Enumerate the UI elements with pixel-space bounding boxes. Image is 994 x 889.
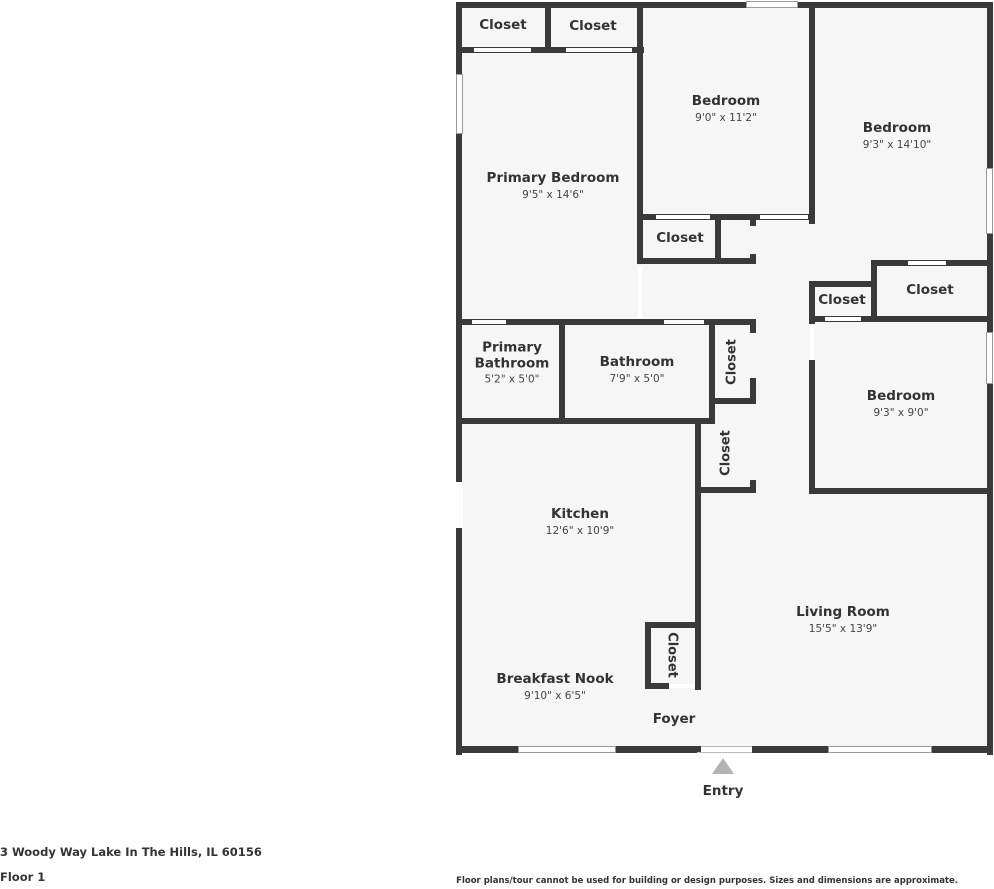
room-label-kitchen: Kitchen 12'6" x 10'9" bbox=[545, 506, 615, 537]
window-left-primary bbox=[456, 74, 463, 134]
wall bbox=[809, 488, 993, 494]
door bbox=[656, 215, 710, 219]
room-label-primary-bedroom: Primary Bedroom 9'5" x 14'6" bbox=[486, 170, 620, 201]
wall-outer-left bbox=[456, 2, 462, 755]
room-label-closet: Closet bbox=[656, 230, 704, 247]
room-label-closet: Closet bbox=[724, 339, 740, 385]
wall bbox=[645, 683, 669, 689]
property-address: 3 Woody Way Lake In The Hills, IL 60156 bbox=[0, 845, 262, 859]
closet-door bbox=[474, 48, 531, 52]
window-top bbox=[746, 1, 798, 8]
wall bbox=[750, 319, 756, 333]
wall bbox=[709, 319, 715, 423]
room-label-bathroom: Bathroom 7'9" x 5'0" bbox=[599, 354, 675, 385]
window-right-bedroom2 bbox=[986, 168, 993, 234]
wall bbox=[709, 398, 756, 404]
closet-door bbox=[908, 261, 946, 265]
wall bbox=[750, 480, 756, 493]
room-label-closet: Closet bbox=[479, 17, 527, 34]
floor-area bbox=[459, 5, 990, 752]
window-right-bedroom3 bbox=[986, 332, 993, 384]
entry-arrow-icon bbox=[712, 758, 734, 774]
room-label-primary-bathroom: Primary Bathroom 5'2" x 5'0" bbox=[474, 339, 550, 386]
door bbox=[472, 320, 506, 324]
wall bbox=[456, 319, 756, 325]
room-label-closet: Closet bbox=[818, 292, 866, 309]
room-label-closet: Closet bbox=[718, 430, 734, 476]
closet-door bbox=[825, 317, 861, 321]
closet-door bbox=[566, 48, 632, 52]
wall bbox=[715, 214, 721, 262]
room-label-closet: Closet bbox=[664, 632, 680, 678]
door bbox=[760, 215, 808, 219]
room-label-bedroom: Bedroom 9'3" x 14'10" bbox=[862, 120, 932, 151]
wall bbox=[695, 418, 701, 690]
room-label-closet: Closet bbox=[906, 282, 954, 299]
entry-label: Entry bbox=[702, 783, 744, 799]
wall bbox=[809, 2, 815, 224]
window-left-kitchen bbox=[456, 482, 463, 528]
door bbox=[664, 320, 704, 324]
entry-door bbox=[697, 746, 752, 753]
disclaimer: Floor plans/tour cannot be used for buil… bbox=[456, 876, 958, 886]
window-bottom-living bbox=[828, 746, 932, 753]
floor-label: Floor 1 bbox=[0, 870, 46, 884]
wall bbox=[750, 378, 756, 404]
wall bbox=[637, 258, 756, 264]
room-label-bedroom: Bedroom 9'0" x 11'2" bbox=[691, 93, 761, 124]
wall bbox=[637, 214, 815, 220]
wall bbox=[695, 487, 756, 493]
wall bbox=[750, 214, 756, 226]
room-label-closet: Closet bbox=[569, 18, 617, 35]
wall bbox=[456, 47, 644, 53]
room-label-living-room: Living Room 15'5" x 13'9" bbox=[796, 604, 890, 635]
room-label-bedroom: Bedroom 9'3" x 9'0" bbox=[866, 388, 936, 419]
wall bbox=[871, 260, 877, 322]
wall bbox=[809, 281, 877, 287]
closet-door bbox=[669, 684, 694, 688]
foyer-opening bbox=[695, 690, 701, 746]
wall bbox=[809, 360, 815, 494]
wall bbox=[645, 622, 701, 628]
wall-outer-top bbox=[456, 2, 993, 8]
window-bottom-nook bbox=[518, 746, 616, 753]
wall bbox=[809, 284, 815, 324]
wall bbox=[637, 2, 643, 264]
wall bbox=[545, 2, 551, 52]
room-label-foyer: Foyer bbox=[652, 711, 696, 728]
room-label-breakfast-nook: Breakfast Nook 9'10" x 6'5" bbox=[496, 671, 614, 702]
door bbox=[810, 326, 814, 360]
wall bbox=[559, 319, 565, 423]
wall bbox=[809, 316, 993, 322]
door bbox=[638, 266, 642, 318]
wall bbox=[645, 622, 651, 688]
wall bbox=[456, 418, 715, 424]
